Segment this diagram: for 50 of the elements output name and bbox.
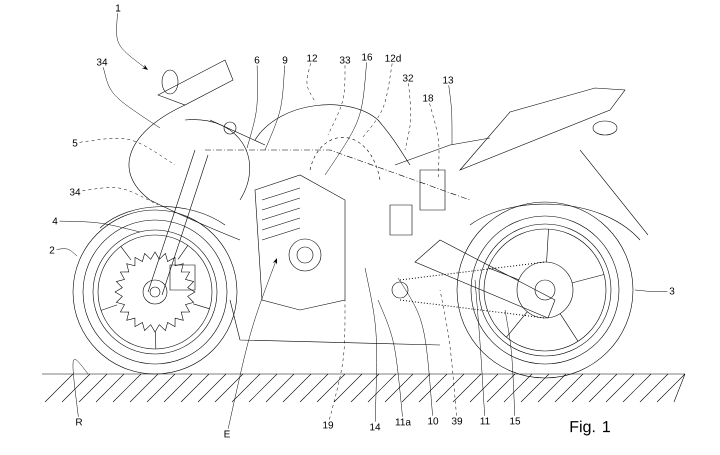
leader-line bbox=[362, 63, 392, 138]
callout-number: 4 bbox=[52, 218, 58, 224]
callout-number: 19 bbox=[323, 421, 334, 429]
leader-line bbox=[264, 65, 285, 150]
arrow bbox=[228, 258, 278, 429]
leader-line bbox=[378, 300, 403, 417]
leader-line bbox=[246, 65, 258, 148]
callout-number: 11 bbox=[480, 418, 490, 424]
figure-caption: Fig. 1 bbox=[570, 420, 610, 436]
callout-number: 33 bbox=[340, 56, 350, 64]
leader-line bbox=[79, 138, 176, 166]
leader-line bbox=[404, 83, 412, 150]
callout-number: 16 bbox=[362, 53, 372, 61]
callout-number: R bbox=[76, 418, 82, 426]
callout-number: 34 bbox=[96, 58, 108, 66]
callout-number: E bbox=[224, 430, 230, 438]
leader-line bbox=[103, 67, 160, 128]
leader-line bbox=[398, 278, 433, 416]
leader-line bbox=[59, 220, 140, 232]
callout-number: 18 bbox=[423, 94, 434, 102]
callout-number: 34 bbox=[70, 188, 80, 196]
callout-number: 9 bbox=[282, 56, 288, 64]
leader-line bbox=[504, 310, 516, 416]
callout-number: 6 bbox=[254, 56, 260, 64]
leader-line bbox=[364, 268, 377, 422]
callout-number: 14 bbox=[370, 424, 380, 430]
leader-line bbox=[329, 300, 346, 420]
leader-line bbox=[324, 62, 367, 176]
callout-number: 2 bbox=[50, 246, 54, 254]
callout-number: 39 bbox=[452, 417, 462, 425]
callout-number: 5 bbox=[72, 140, 78, 146]
leader-line bbox=[474, 280, 485, 416]
callout-number: 3 bbox=[670, 287, 674, 295]
callout-number: 10 bbox=[428, 417, 438, 425]
callout-number: 32 bbox=[402, 74, 414, 82]
leader-line bbox=[72, 359, 88, 417]
callout-number: 12d bbox=[385, 54, 401, 62]
callout-number: 12 bbox=[307, 54, 318, 62]
leader-line bbox=[82, 187, 158, 206]
leader-line bbox=[56, 248, 78, 256]
arrow bbox=[116, 13, 148, 70]
leader-line bbox=[328, 65, 346, 136]
leader-line bbox=[448, 85, 452, 146]
callout-number: 11a bbox=[396, 418, 411, 426]
leader-line bbox=[634, 290, 668, 292]
leader-line bbox=[440, 290, 457, 416]
leader-line bbox=[306, 63, 316, 104]
callout-number: 1 bbox=[116, 4, 120, 12]
callout-number: 13 bbox=[443, 76, 454, 84]
callout-number: 15 bbox=[510, 418, 520, 424]
